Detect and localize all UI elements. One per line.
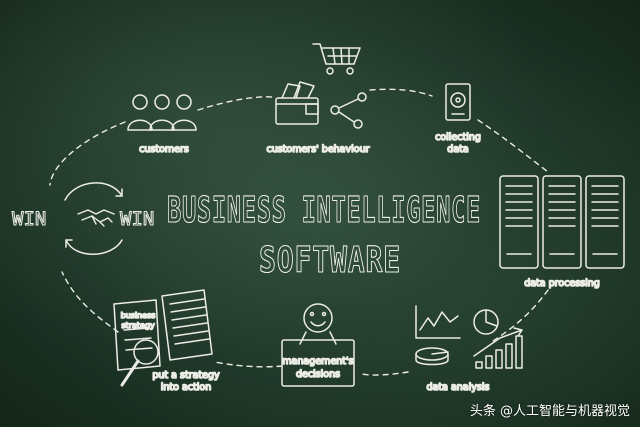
charts-icon <box>415 305 523 369</box>
win-win-group: WIN WIN <box>12 182 155 255</box>
document-label-line1: business <box>121 311 156 320</box>
win-left-label: WIN <box>12 208 46 230</box>
manager-icon <box>281 303 355 387</box>
customers-icon <box>127 94 197 131</box>
decisions-label-line2: decisions <box>296 369 340 380</box>
cycle-path <box>49 88 549 376</box>
hard-drive-icon <box>445 83 471 121</box>
customers-label: customers <box>139 144 189 155</box>
processing-label: data processing <box>524 278 600 289</box>
watermark: 头条 @人工智能与机器视觉 <box>469 404 630 419</box>
title-line1: BUSINESS INTELLIGENCE <box>167 190 481 231</box>
win-right-label: WIN <box>120 208 154 230</box>
cycle-arrow-icon <box>64 182 123 255</box>
document-label-line2: strategy <box>121 321 155 330</box>
analysis-label: data analysis <box>427 382 490 393</box>
decisions-label-line1: management's <box>282 356 353 367</box>
collecting-label-line2: data <box>447 144 468 155</box>
strategy-documents-icon <box>113 289 213 387</box>
collecting-label-line1: collecting <box>435 132 481 143</box>
behaviour-label: customers' behaviour <box>266 144 369 155</box>
title-line2: SOFTWARE <box>259 240 401 281</box>
action-label-line1: put a strategy <box>152 370 220 381</box>
handshake-icon <box>77 209 115 227</box>
share-icon <box>330 92 367 129</box>
action-label-line2: into action <box>161 382 211 393</box>
wallet-icon <box>275 81 319 125</box>
servers-icon <box>499 175 625 269</box>
shopping-cart-icon <box>312 43 361 75</box>
